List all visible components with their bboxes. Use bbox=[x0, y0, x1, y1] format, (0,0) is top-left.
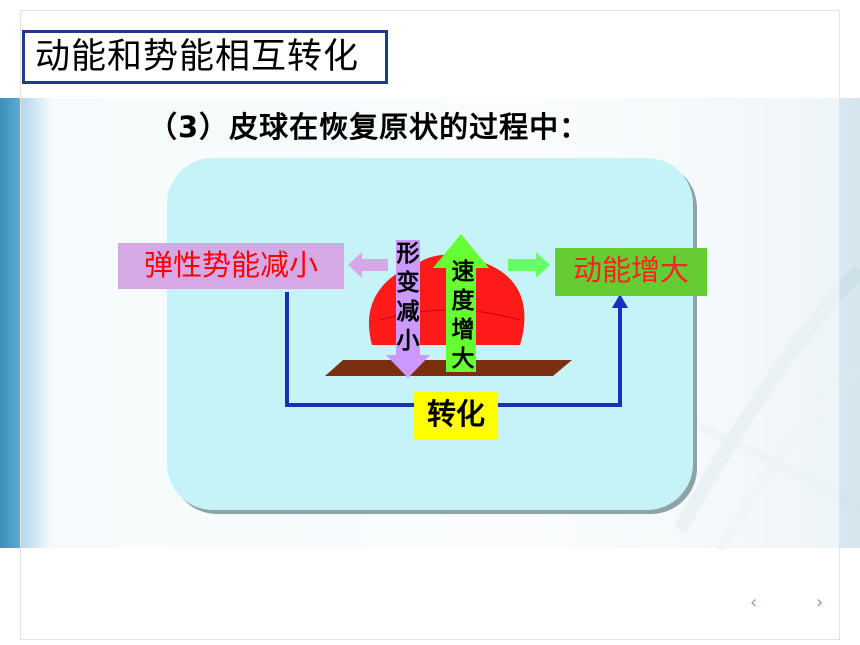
speed-arrow bbox=[433, 234, 489, 372]
deform-text: 形 变 减 小 bbox=[395, 240, 421, 356]
elastic-energy-label: 弹性势能减小 bbox=[118, 243, 344, 289]
chevron-right-icon[interactable]: › bbox=[816, 592, 824, 613]
speed-char: 速 bbox=[451, 259, 475, 285]
deform-char: 变 bbox=[396, 270, 420, 296]
chevron-left-icon[interactable]: ‹ bbox=[750, 592, 758, 613]
kinetic-energy-label: 动能增大 bbox=[555, 248, 707, 296]
right-arrow bbox=[508, 252, 550, 278]
speed-text: 速 度 增 大 bbox=[450, 258, 476, 374]
speed-char: 大 bbox=[451, 346, 475, 372]
deform-char: 减 bbox=[396, 299, 420, 325]
connector-arrowhead bbox=[612, 294, 628, 308]
convert-label: 转化 bbox=[414, 392, 498, 440]
speed-char: 度 bbox=[451, 288, 475, 314]
left-arrow bbox=[348, 252, 388, 278]
deform-char: 小 bbox=[396, 328, 420, 354]
slide-subtitle: （3）皮球在恢复原状的过程中： bbox=[148, 110, 590, 144]
deform-char: 形 bbox=[396, 241, 420, 267]
deform-arrow bbox=[386, 240, 430, 378]
speed-char: 增 bbox=[451, 317, 475, 343]
slide-title: 动能和势能相互转化 bbox=[22, 30, 388, 84]
